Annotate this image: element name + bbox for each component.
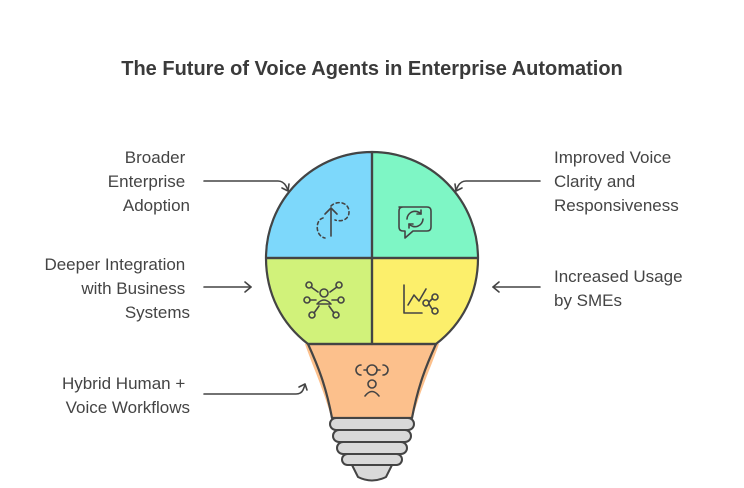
speech-refresh-icon bbox=[398, 206, 432, 239]
chart-nodes-icon bbox=[403, 284, 439, 315]
label-line: by SMEs bbox=[554, 291, 622, 310]
people-connect-icon bbox=[355, 364, 389, 397]
label-deeper-integration: Deeper Integration with Business Systems bbox=[44, 255, 190, 322]
bulb-base bbox=[329, 417, 415, 482]
label-hybrid-human-voice: Hybrid Human + Voice Workflows bbox=[62, 374, 190, 417]
arrow-top-left bbox=[203, 180, 290, 192]
label-broader-enterprise-adoption: Broader Enterprise Adoption bbox=[108, 148, 190, 215]
label-line: Enterprise bbox=[108, 172, 185, 191]
base-ring-3 bbox=[336, 441, 408, 455]
label-line: Responsiveness bbox=[554, 196, 679, 215]
diagram-title: The Future of Voice Agents in Enterprise… bbox=[121, 58, 623, 80]
segment-top-left bbox=[265, 151, 372, 258]
segment-middle-left bbox=[265, 258, 372, 348]
label-line: Broader bbox=[125, 148, 186, 167]
label-line: Improved Voice bbox=[554, 148, 671, 167]
label-line: with Business bbox=[80, 279, 185, 298]
segment-bottom bbox=[305, 344, 439, 420]
base-ring-4 bbox=[341, 453, 403, 466]
arrow-bottom-left bbox=[203, 383, 308, 395]
base-ring-2 bbox=[332, 429, 412, 443]
label-line: Systems bbox=[125, 303, 190, 322]
arrow-top-right bbox=[454, 180, 541, 192]
bulb-outlines bbox=[264, 150, 480, 420]
label-line: Hybrid Human + bbox=[62, 374, 185, 393]
arrow-middle-left bbox=[203, 281, 252, 293]
person-network-icon bbox=[303, 281, 345, 319]
label-line: Adoption bbox=[123, 196, 190, 215]
label-increased-usage-smes: Increased Usage by SMEs bbox=[554, 267, 687, 310]
arrow-middle-right bbox=[492, 281, 541, 293]
label-line: Voice Workflows bbox=[66, 398, 190, 417]
dashed-up-arrow-icon bbox=[316, 201, 350, 239]
label-improved-voice-clarity: Improved Voice Clarity and Responsivenes… bbox=[554, 148, 679, 215]
label-line: Deeper Integration bbox=[44, 255, 185, 274]
segment-middle-right bbox=[372, 258, 479, 348]
base-tip bbox=[351, 464, 393, 482]
base-ring-1 bbox=[329, 417, 415, 431]
segment-top-right bbox=[372, 151, 479, 258]
label-line: Clarity and bbox=[554, 172, 635, 191]
label-line: Increased Usage bbox=[554, 267, 683, 286]
